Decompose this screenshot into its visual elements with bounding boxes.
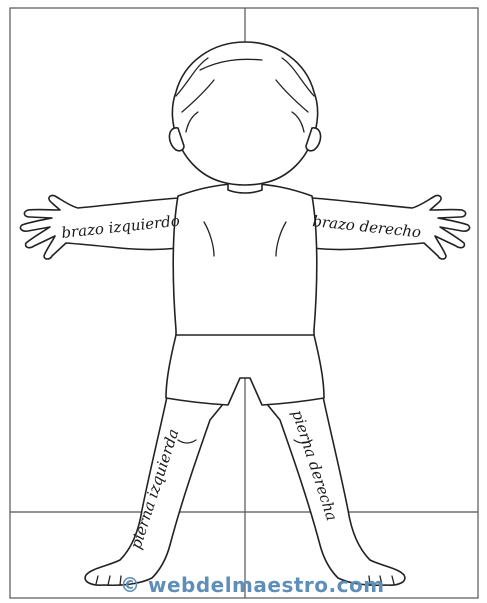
right-leg [262,392,405,585]
site-watermark: © webdelmaestro.com [120,573,385,597]
torso [173,183,317,345]
head [172,42,317,185]
